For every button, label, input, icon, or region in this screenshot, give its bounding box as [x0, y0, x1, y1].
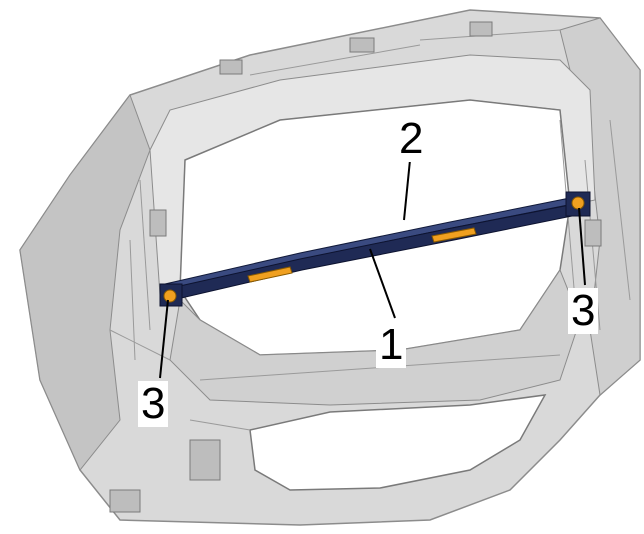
housing-left-flange [19, 93, 151, 471]
leader-line-3-left [159, 299, 169, 379]
leader-line-1 [369, 248, 396, 319]
callout-label-3-right: 3 [568, 288, 599, 334]
bracket-clip-right [431, 227, 477, 243]
callout-label-3-left: 3 [138, 381, 169, 427]
housing-mount-tabs [109, 21, 602, 513]
lower-window-opening [249, 394, 547, 491]
fastener-left-part-3 [163, 289, 177, 303]
bracket-clips [247, 227, 477, 283]
leader-lines [159, 159, 586, 379]
callout-label-2: 2 [396, 116, 427, 162]
leader-line-3-right [578, 207, 586, 286]
fastener-right-part-3 [571, 196, 585, 210]
bracket-clip-left [247, 266, 293, 283]
leader-line-2 [403, 159, 411, 221]
callout-label-1: 1 [376, 322, 407, 368]
